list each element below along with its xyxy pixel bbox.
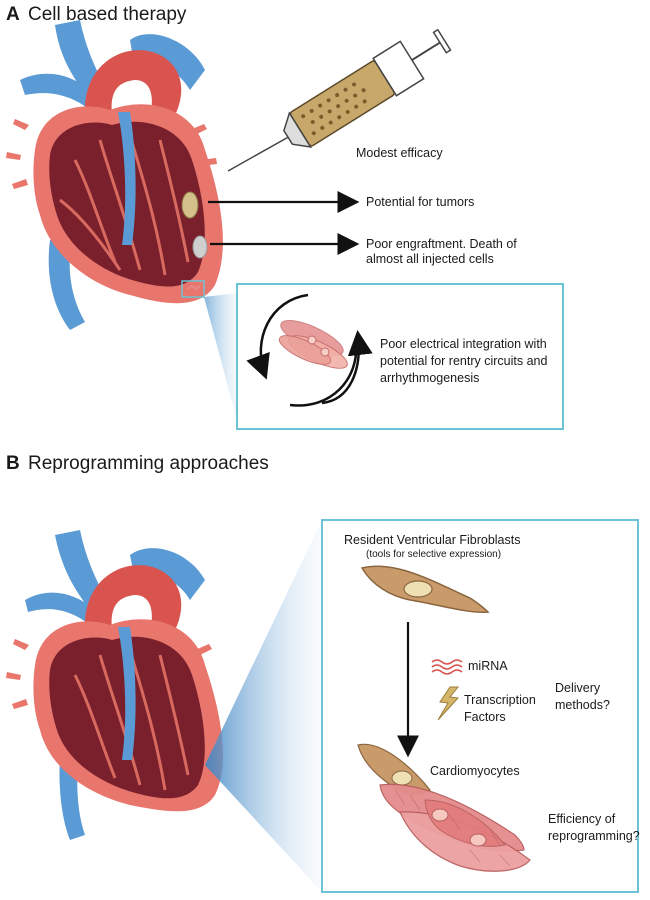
cardiomyocyte-cluster [357, 743, 531, 872]
label-potential-tumors: Potential for tumors [366, 195, 475, 209]
cell-cluster-a [278, 320, 348, 369]
label-electrical-line2: potential for rentry circuits and [380, 354, 548, 368]
label-electrical-line3: arrhythmogenesis [380, 371, 480, 385]
label-efficiency-line2: reprogramming? [548, 829, 640, 843]
section-a-letter: A [6, 4, 20, 25]
heart-b-illustration [6, 530, 223, 840]
label-engraftment-line2: almost all injected cells [366, 252, 494, 266]
label-factors: Factors [464, 710, 506, 724]
section-a-title: Cell based therapy [28, 4, 187, 25]
label-cardiomyocytes: Cardiomyocytes [430, 764, 520, 778]
label-efficiency-line1: Efficiency of [548, 812, 616, 826]
zoom-wedge-b [205, 520, 322, 892]
syringe-icon [227, 28, 452, 172]
zoom-wedge-a [204, 293, 237, 420]
label-electrical-line1: Poor electrical integration with [380, 337, 547, 351]
section-b-title: Reprogramming approaches [28, 453, 269, 474]
mirna-icon [431, 659, 463, 675]
fibroblast-cell [360, 565, 490, 614]
label-modest-efficacy: Modest efficacy [356, 146, 443, 160]
label-transcription: Transcription [464, 693, 536, 707]
label-delivery-line1: Delivery [555, 681, 601, 695]
label-engraftment-line1: Poor engraftment. Death of [366, 237, 517, 251]
label-fibroblasts-sub: (tools for selective expression) [366, 549, 502, 560]
lightning-icon [437, 686, 460, 721]
heart-a-illustration [6, 20, 223, 330]
section-b-letter: B [6, 453, 20, 474]
label-delivery-line2: methods? [555, 698, 610, 712]
reentry-circuit-icon [246, 293, 373, 407]
label-fibroblasts: Resident Ventricular Fibroblasts [344, 533, 521, 547]
label-mirna: miRNA [468, 659, 508, 673]
